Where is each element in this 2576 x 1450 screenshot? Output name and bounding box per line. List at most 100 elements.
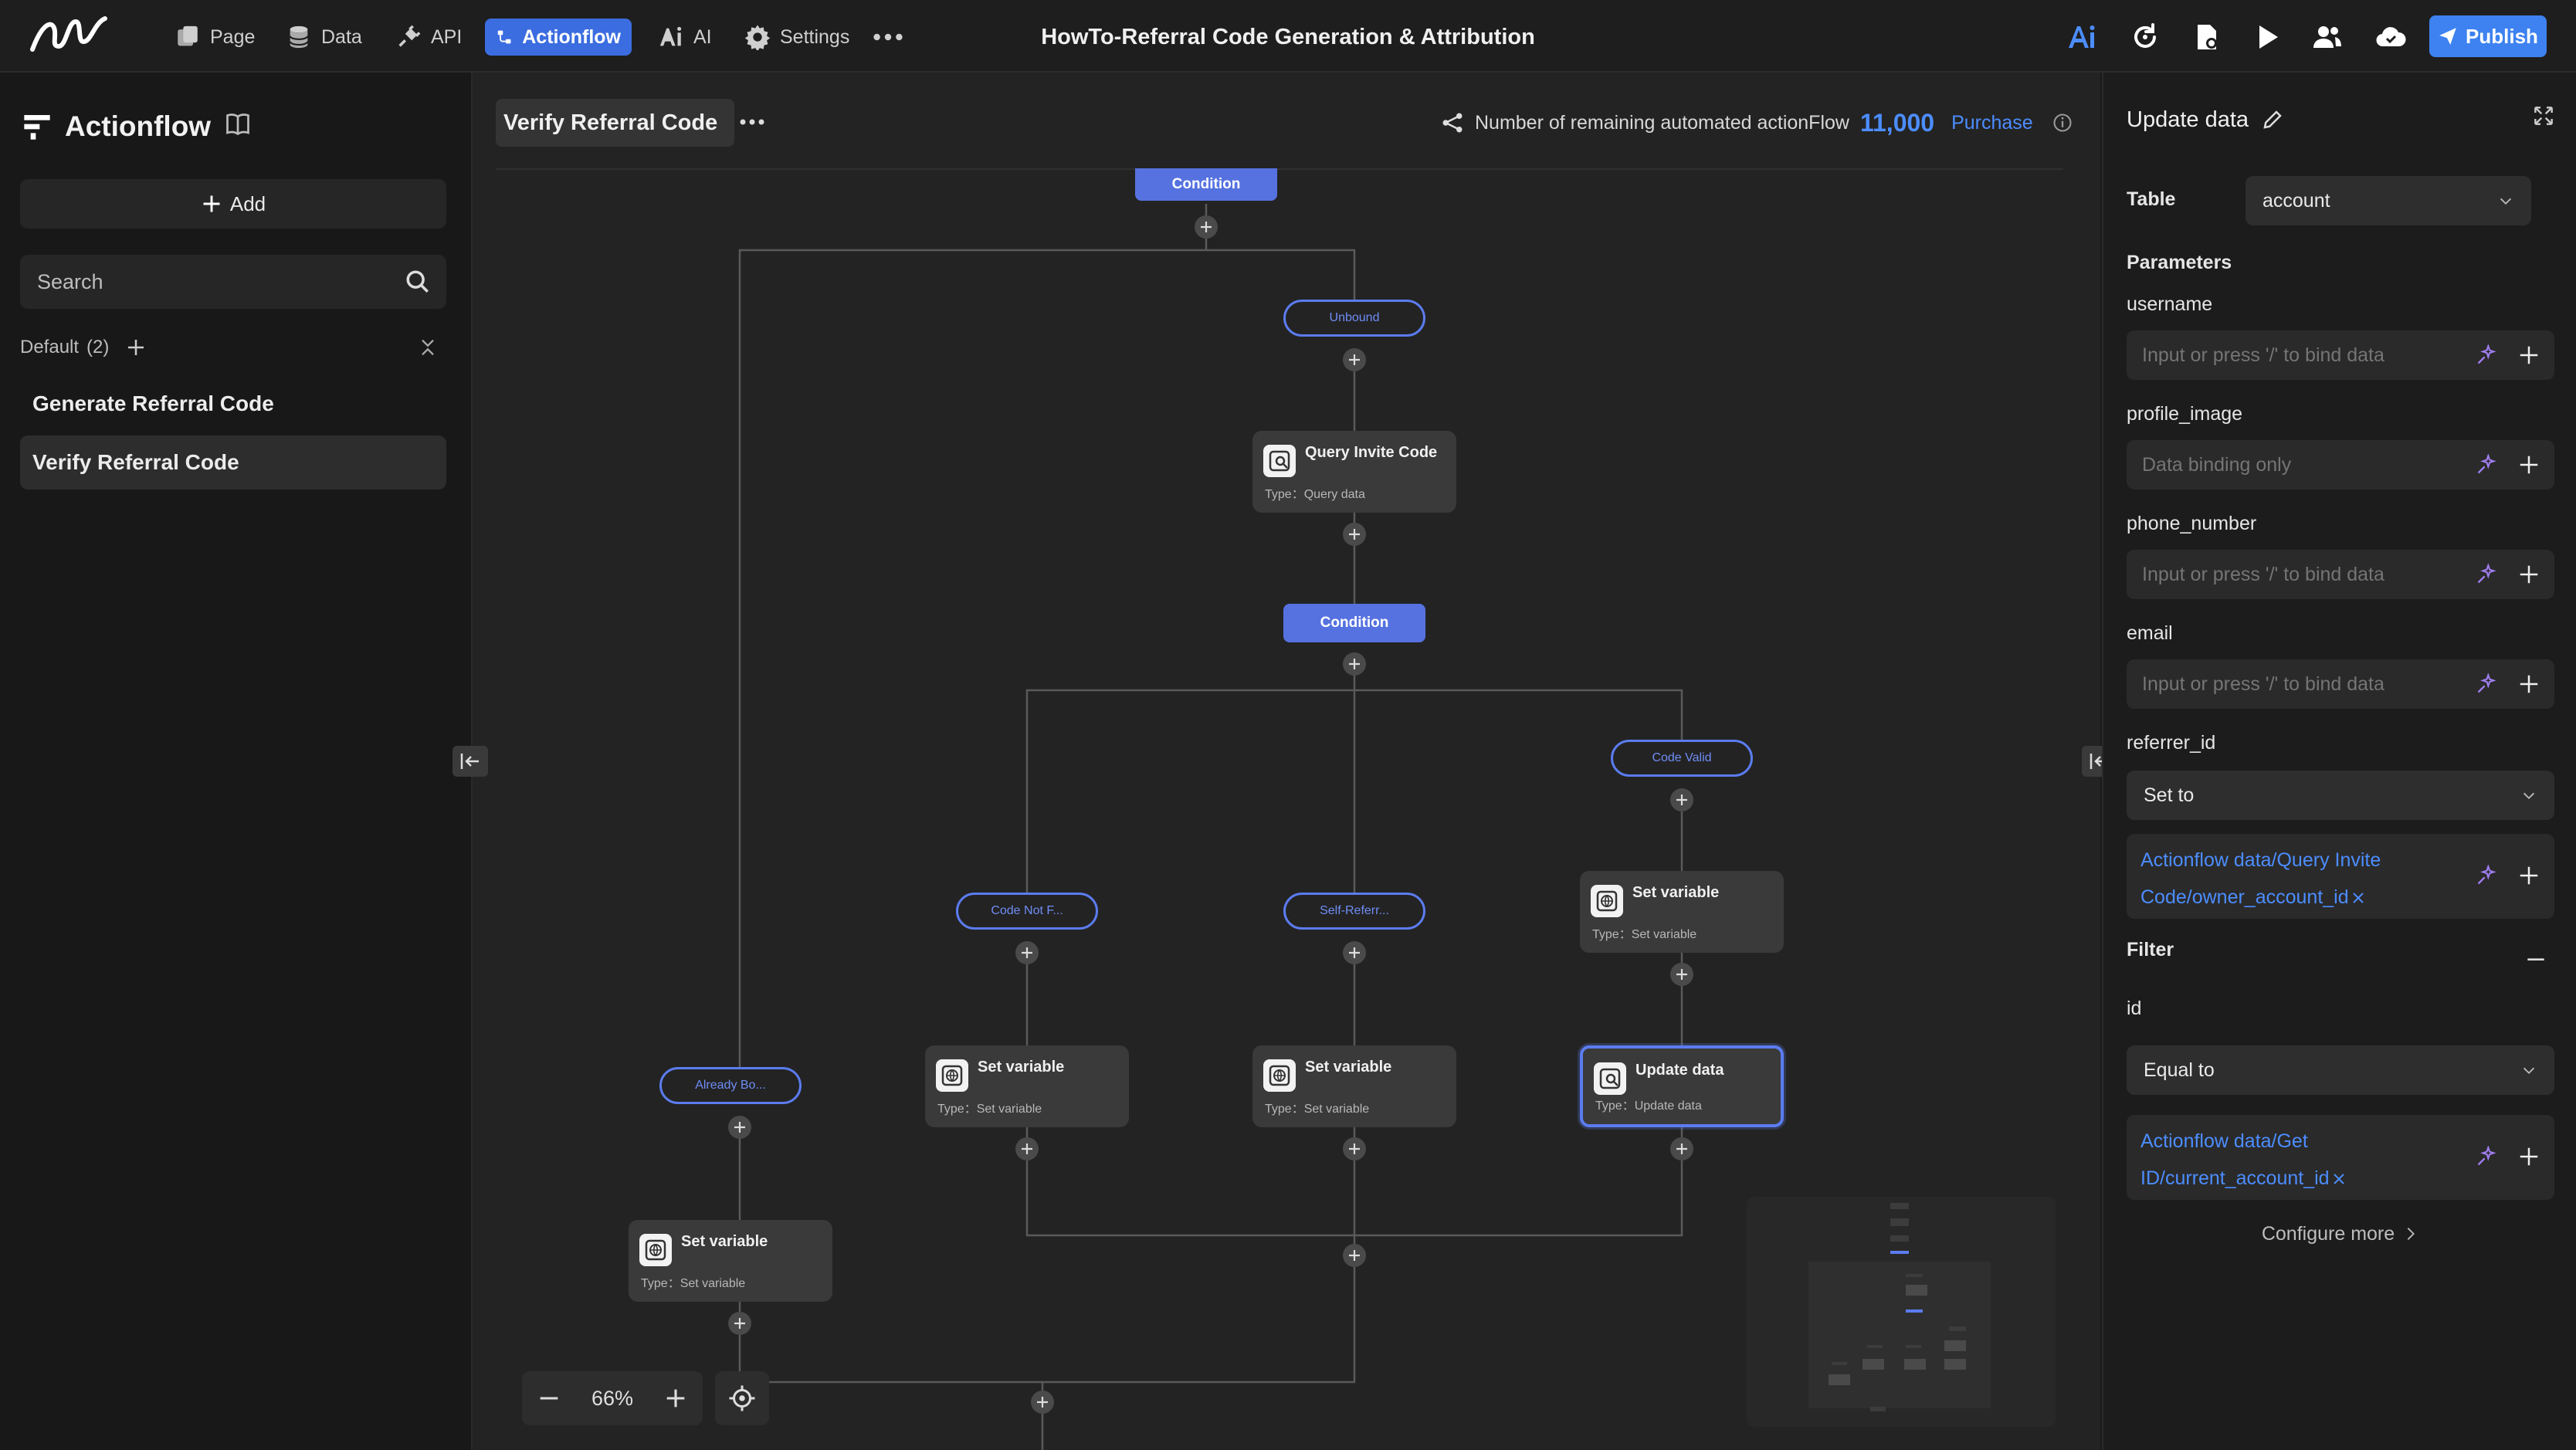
branch-already-bound[interactable]: Already Bo... <box>659 1067 802 1104</box>
collapse-group-icon[interactable] <box>417 337 439 358</box>
zoom-in-icon[interactable] <box>663 1385 689 1411</box>
node-set-variable-not-found[interactable]: Set variable Type：Set variable <box>925 1045 1129 1127</box>
add-step-plus-icon[interactable] <box>1670 1137 1693 1160</box>
param-profile-image-input[interactable] <box>2127 440 2554 490</box>
magic-bind-icon[interactable] <box>2476 865 2497 886</box>
search-input[interactable]: Search <box>20 255 446 309</box>
preview-play-icon[interactable] <box>2249 19 2286 56</box>
remove-binding-icon[interactable] <box>2351 890 2366 906</box>
globe-variable-icon <box>1591 885 1623 917</box>
magic-bind-icon[interactable] <box>2476 564 2497 585</box>
add-step-plus-icon[interactable] <box>1343 1137 1366 1160</box>
nav-actionflow[interactable]: Actionflow <box>485 19 632 56</box>
filter-binding-value[interactable]: Actionflow data/Get ID/current_account_i… <box>2127 1115 2554 1200</box>
collapse-filter-icon[interactable] <box>2523 945 2548 970</box>
add-actionflow-button[interactable]: Add <box>20 179 446 229</box>
more-nav-icon[interactable] <box>869 19 907 56</box>
collaborators-icon[interactable] <box>2309 19 2346 56</box>
chevron-down-icon <box>2520 788 2537 805</box>
table-select[interactable]: account <box>2246 176 2531 225</box>
add-binding-plus-icon[interactable] <box>2517 672 2540 696</box>
add-binding-plus-icon[interactable] <box>2517 864 2540 887</box>
purchase-link[interactable]: Purchase <box>1951 111 2033 134</box>
add-group-item-icon[interactable] <box>124 336 147 359</box>
expand-panel-icon[interactable] <box>2531 103 2556 128</box>
add-step-plus-icon[interactable] <box>1670 788 1693 811</box>
add-binding-plus-icon[interactable] <box>2517 344 2540 367</box>
add-step-plus-icon[interactable] <box>1343 941 1366 964</box>
branch-self-referral[interactable]: Self-Referr... <box>1283 893 1425 930</box>
referrer-mode-select[interactable]: Set to <box>2127 771 2554 820</box>
configure-more-link[interactable]: Configure more <box>2127 1218 2554 1249</box>
magic-bind-icon[interactable] <box>2476 454 2497 476</box>
branch-code-not-found[interactable]: Code Not F... <box>956 893 1098 930</box>
recenter-button[interactable] <box>715 1371 769 1425</box>
param-username-input[interactable] <box>2127 330 2554 380</box>
group-default[interactable]: Default (2) <box>20 332 446 363</box>
add-binding-plus-icon[interactable] <box>2517 453 2540 476</box>
zoom-out-icon[interactable] <box>536 1385 562 1411</box>
add-step-plus-icon[interactable] <box>1343 523 1366 546</box>
app-logo-icon[interactable] <box>28 11 111 59</box>
info-icon[interactable] <box>2052 112 2073 134</box>
email-field[interactable] <box>2140 672 2452 696</box>
node-set-variable-self-referral[interactable]: Set variable Type：Set variable <box>1252 1045 1456 1127</box>
referrer-binding-value[interactable]: Actionflow data/Query Invite Code/owner_… <box>2127 834 2554 919</box>
nav-page[interactable]: Page <box>164 19 266 56</box>
publish-button[interactable]: Publish <box>2429 15 2547 57</box>
add-binding-plus-icon[interactable] <box>2517 1145 2540 1168</box>
add-step-plus-icon[interactable] <box>1670 963 1693 986</box>
username-field[interactable] <box>2140 343 2452 368</box>
profile-image-field[interactable] <box>2140 452 2452 477</box>
nav-api[interactable]: API <box>385 19 473 56</box>
cloud-sync-icon[interactable] <box>2372 19 2409 56</box>
add-step-plus-icon[interactable] <box>1015 1137 1039 1160</box>
nav-settings[interactable]: Settings <box>734 19 860 56</box>
collapse-left-panel-icon[interactable] <box>452 746 488 777</box>
magic-bind-icon[interactable] <box>2476 344 2497 366</box>
node-set-variable-valid[interactable]: Set variable Type：Set variable <box>1580 871 1784 953</box>
ai-assistant-icon[interactable] <box>2063 19 2100 56</box>
document-settings-icon[interactable] <box>2188 19 2225 56</box>
refresh-icon[interactable] <box>2127 19 2164 56</box>
condition-node[interactable]: Condition <box>1283 604 1425 642</box>
param-email-input[interactable] <box>2127 659 2554 709</box>
nav-data[interactable]: Data <box>275 19 373 56</box>
add-step-plus-icon[interactable] <box>1031 1391 1054 1414</box>
minimap[interactable] <box>1747 1197 2056 1427</box>
magic-bind-icon[interactable] <box>2476 1146 2497 1167</box>
branch-code-valid[interactable]: Code Valid <box>1611 740 1753 777</box>
phone-number-field[interactable] <box>2140 562 2452 587</box>
add-step-plus-icon[interactable] <box>728 1312 751 1335</box>
magic-bind-icon[interactable] <box>2476 673 2497 695</box>
add-step-plus-icon[interactable] <box>1195 215 1218 239</box>
docs-book-icon[interactable] <box>224 110 252 137</box>
sidebar-item-generate-referral-code[interactable]: Generate Referral Code <box>32 391 274 415</box>
param-phone-number-input[interactable] <box>2127 550 2554 599</box>
add-step-plus-icon[interactable] <box>728 1116 751 1139</box>
filter-field-label: id <box>2127 998 2142 1019</box>
node-query-invite-code[interactable]: Query Invite Code Type：Query data <box>1252 431 1456 513</box>
add-step-plus-icon[interactable] <box>1015 941 1039 964</box>
sidebar-item-verify-referral-code[interactable]: Verify Referral Code <box>20 435 446 490</box>
add-step-plus-icon[interactable] <box>1343 348 1366 371</box>
filter-operator-select[interactable]: Equal to <box>2127 1045 2554 1095</box>
remove-binding-icon[interactable] <box>2331 1171 2347 1187</box>
top-bar: Page Data API Actionflow AI Settings How… <box>0 0 2576 73</box>
flow-canvas[interactable]: Verify Referral Code Number of remaining… <box>473 73 2100 1450</box>
nav-ai[interactable]: AI <box>647 19 723 56</box>
edit-pencil-icon[interactable] <box>2261 108 2284 131</box>
node-update-data[interactable]: Update data Type：Update data <box>1580 1045 1784 1127</box>
add-binding-plus-icon[interactable] <box>2517 563 2540 586</box>
node-set-variable-already-bound[interactable]: Set variable Type：Set variable <box>629 1220 832 1302</box>
condition-node-top[interactable]: Condition <box>1135 168 1277 201</box>
flow-more-icon[interactable] <box>737 113 768 131</box>
actionflow-list-icon <box>22 111 53 142</box>
flow-name-title[interactable]: Verify Referral Code <box>496 99 735 147</box>
add-step-plus-icon[interactable] <box>1343 1244 1366 1267</box>
zoom-control: 66% <box>522 1371 703 1425</box>
branch-unbound[interactable]: Unbound <box>1283 300 1425 337</box>
add-step-plus-icon[interactable] <box>1343 652 1366 676</box>
chevron-right-icon <box>2402 1225 2419 1242</box>
search-icon[interactable] <box>405 269 431 295</box>
